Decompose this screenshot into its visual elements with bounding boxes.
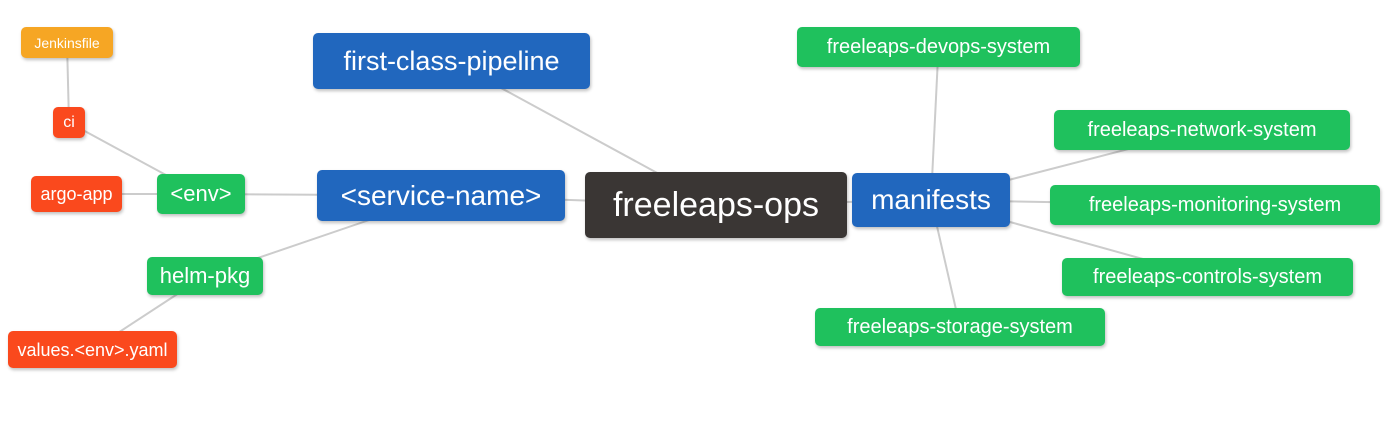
node-first-class-pipeline[interactable]: first-class-pipeline	[313, 33, 590, 89]
node-controls-system[interactable]: freeleaps-controls-system	[1062, 258, 1353, 296]
node-label: freeleaps-controls-system	[1093, 266, 1322, 288]
node-label: freeleaps-devops-system	[826, 36, 1051, 58]
node-label: freeleaps-storage-system	[847, 316, 1073, 338]
node-devops-system[interactable]: freeleaps-devops-system	[797, 27, 1080, 67]
node-label: freeleaps-ops	[612, 186, 819, 224]
node-helm-pkg[interactable]: helm-pkg	[147, 257, 263, 295]
node-monitoring-system[interactable]: freeleaps-monitoring-system	[1050, 185, 1380, 225]
node-env[interactable]: <env>	[157, 174, 245, 214]
node-label: helm-pkg	[159, 263, 251, 288]
node-network-system[interactable]: freeleaps-network-system	[1054, 110, 1350, 150]
node-label: argo-app	[40, 184, 113, 204]
node-label: first-class-pipeline	[343, 45, 560, 76]
node-label: <service-name>	[340, 179, 542, 211]
node-freeleaps-ops[interactable]: freeleaps-ops	[585, 172, 847, 238]
node-argo-app[interactable]: argo-app	[31, 176, 122, 212]
node-label: freeleaps-monitoring-system	[1088, 194, 1342, 216]
node-label: values.<env>.yaml	[17, 339, 168, 360]
node-label: manifests	[871, 184, 991, 215]
node-label: ci	[63, 113, 75, 131]
node-values-env-yaml[interactable]: values.<env>.yaml	[8, 331, 177, 368]
node-manifests[interactable]: manifests	[852, 173, 1010, 227]
node-service-name[interactable]: <service-name>	[317, 170, 565, 221]
node-label: Jenkinsfile	[34, 34, 100, 51]
node-label: freeleaps-network-system	[1087, 119, 1317, 141]
node-storage-system[interactable]: freeleaps-storage-system	[815, 308, 1105, 346]
node-ci[interactable]: ci	[53, 107, 85, 138]
node-label: <env>	[170, 181, 232, 206]
node-jenkinsfile[interactable]: Jenkinsfile	[21, 27, 113, 58]
